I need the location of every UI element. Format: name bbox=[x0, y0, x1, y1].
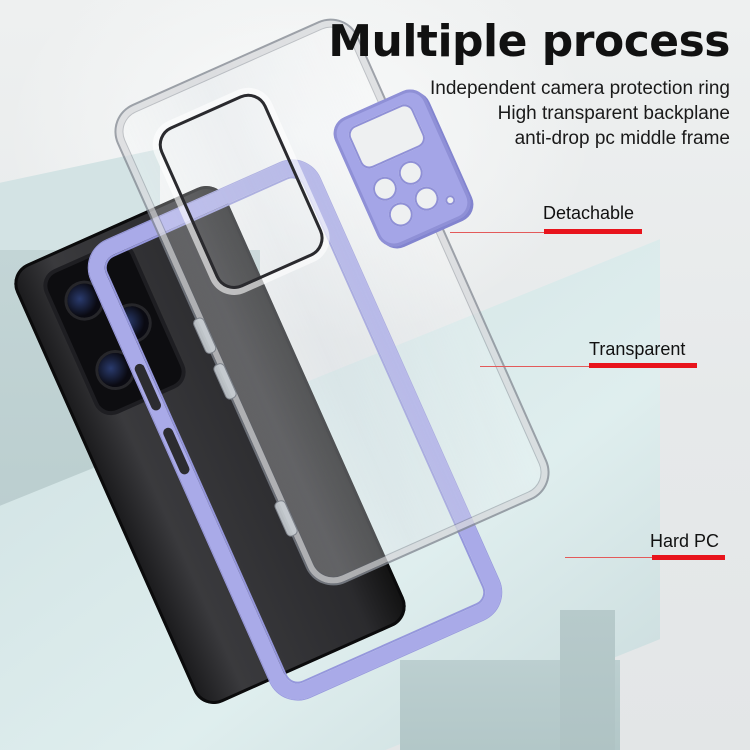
callout-label: Detachable bbox=[543, 203, 635, 223]
callout-label: Hard PC bbox=[650, 531, 720, 551]
ring-lens-hole bbox=[394, 157, 427, 189]
leader-line bbox=[450, 232, 545, 233]
callout-label: Transparent bbox=[589, 339, 686, 359]
callout-underline bbox=[544, 229, 642, 234]
feature-item: anti-drop pc middle frame bbox=[514, 128, 730, 149]
feature-item: High transparent backplane bbox=[497, 103, 730, 124]
ring-flash-hole bbox=[443, 193, 457, 207]
leader-line bbox=[480, 366, 592, 367]
callout-underline bbox=[589, 363, 697, 368]
ring-lens-hole bbox=[369, 172, 401, 205]
backplane-camera-window bbox=[152, 87, 330, 296]
ring-lens-hole bbox=[410, 182, 443, 215]
headline: Multiple process bbox=[328, 16, 730, 67]
feature-item: Independent camera protection ring bbox=[430, 78, 730, 99]
ring-lens-hole bbox=[384, 198, 417, 231]
callout-underline bbox=[652, 555, 725, 560]
feature-list: Independent camera protection ring High … bbox=[430, 76, 730, 151]
leader-line bbox=[565, 557, 653, 558]
pedestal-right-face bbox=[560, 610, 615, 750]
